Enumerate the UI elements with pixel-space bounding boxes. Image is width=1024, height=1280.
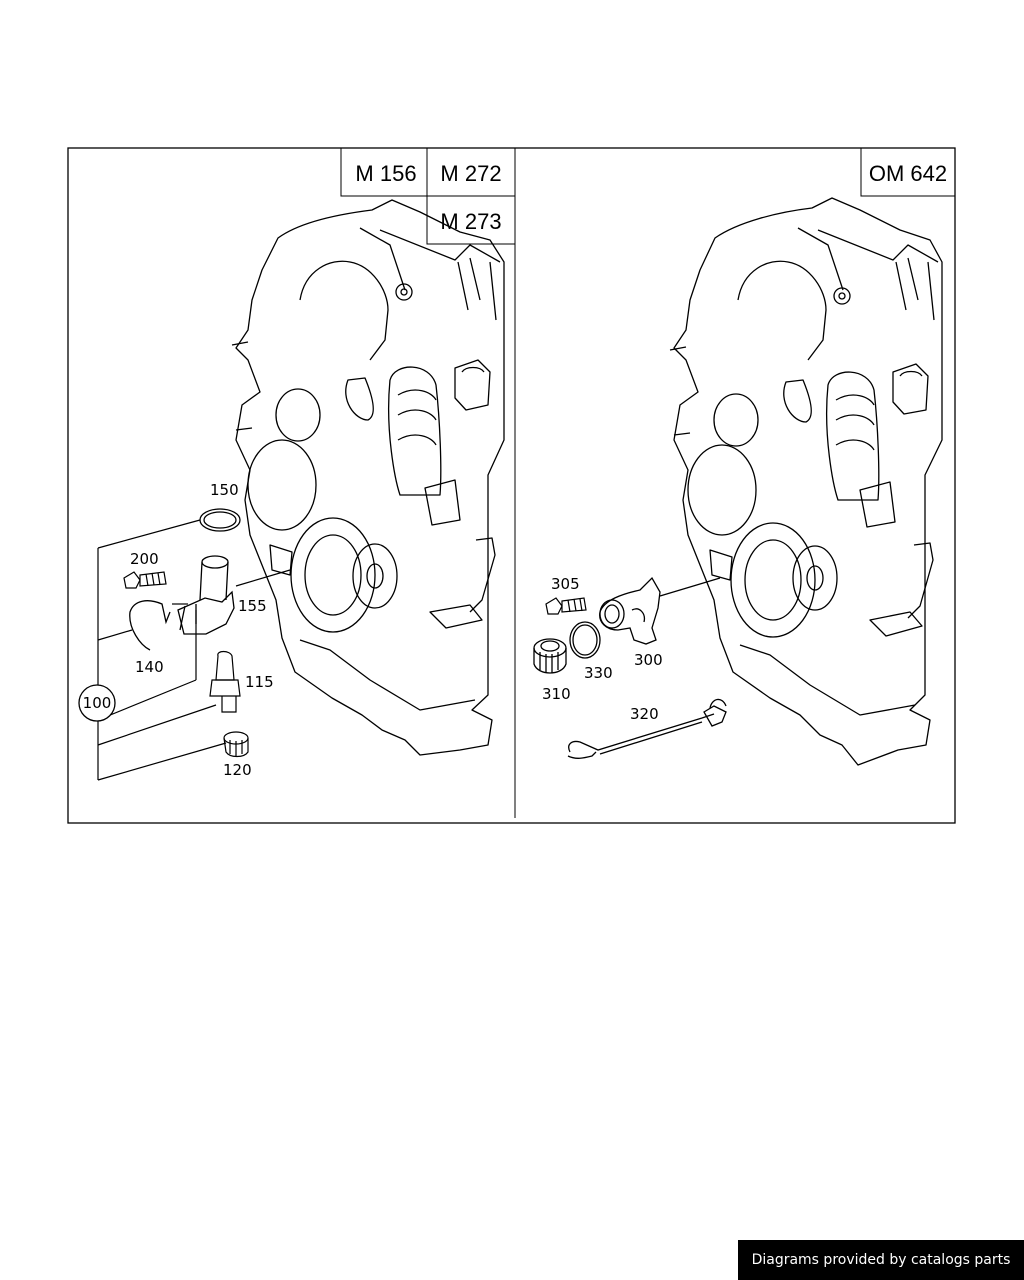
engine-drawing-right xyxy=(669,197,943,766)
part-320-cable xyxy=(567,698,727,759)
part-label-200: 200 xyxy=(130,550,159,568)
part-115-sensor xyxy=(209,650,241,713)
engine-label-m272: M 272 xyxy=(440,161,501,186)
engine-drawing-left xyxy=(231,199,505,756)
part-310-plug xyxy=(533,638,567,674)
part-200-bolt xyxy=(123,571,167,589)
part-label-100: 100 xyxy=(83,694,112,712)
part-100-callout xyxy=(78,684,116,722)
part-label-155: 155 xyxy=(238,597,267,615)
part-label-140: 140 xyxy=(135,658,164,676)
footer-attribution: Diagrams provided by catalogs parts xyxy=(738,1240,1024,1280)
part-150-oring xyxy=(199,508,241,532)
part-300-connector xyxy=(599,576,661,645)
part-label-310: 310 xyxy=(542,685,571,703)
part-120-cap xyxy=(223,731,249,758)
diagram-frame xyxy=(67,147,956,824)
part-label-115: 115 xyxy=(245,673,274,691)
leader-line-right xyxy=(659,577,721,597)
part-330-oring xyxy=(569,621,601,659)
engine-code-boxes xyxy=(340,147,956,245)
part-label-330: 330 xyxy=(584,664,613,682)
part-label-300: 300 xyxy=(634,651,663,669)
footer-text: Diagrams provided by catalogs parts xyxy=(751,1252,1011,1268)
part-label-120: 120 xyxy=(223,761,252,779)
part-305-bolt xyxy=(545,597,587,615)
part-155-housing xyxy=(177,555,235,635)
engine-label-m273: M 273 xyxy=(440,209,501,234)
leader-lines-left xyxy=(97,519,291,781)
part-label-320: 320 xyxy=(630,705,659,723)
part-label-305: 305 xyxy=(551,575,580,593)
part-label-150: 150 xyxy=(210,481,239,499)
engine-label-m156: M 156 xyxy=(355,161,416,186)
engine-label-om642: OM 642 xyxy=(869,161,947,186)
part-140-clip xyxy=(129,600,171,651)
